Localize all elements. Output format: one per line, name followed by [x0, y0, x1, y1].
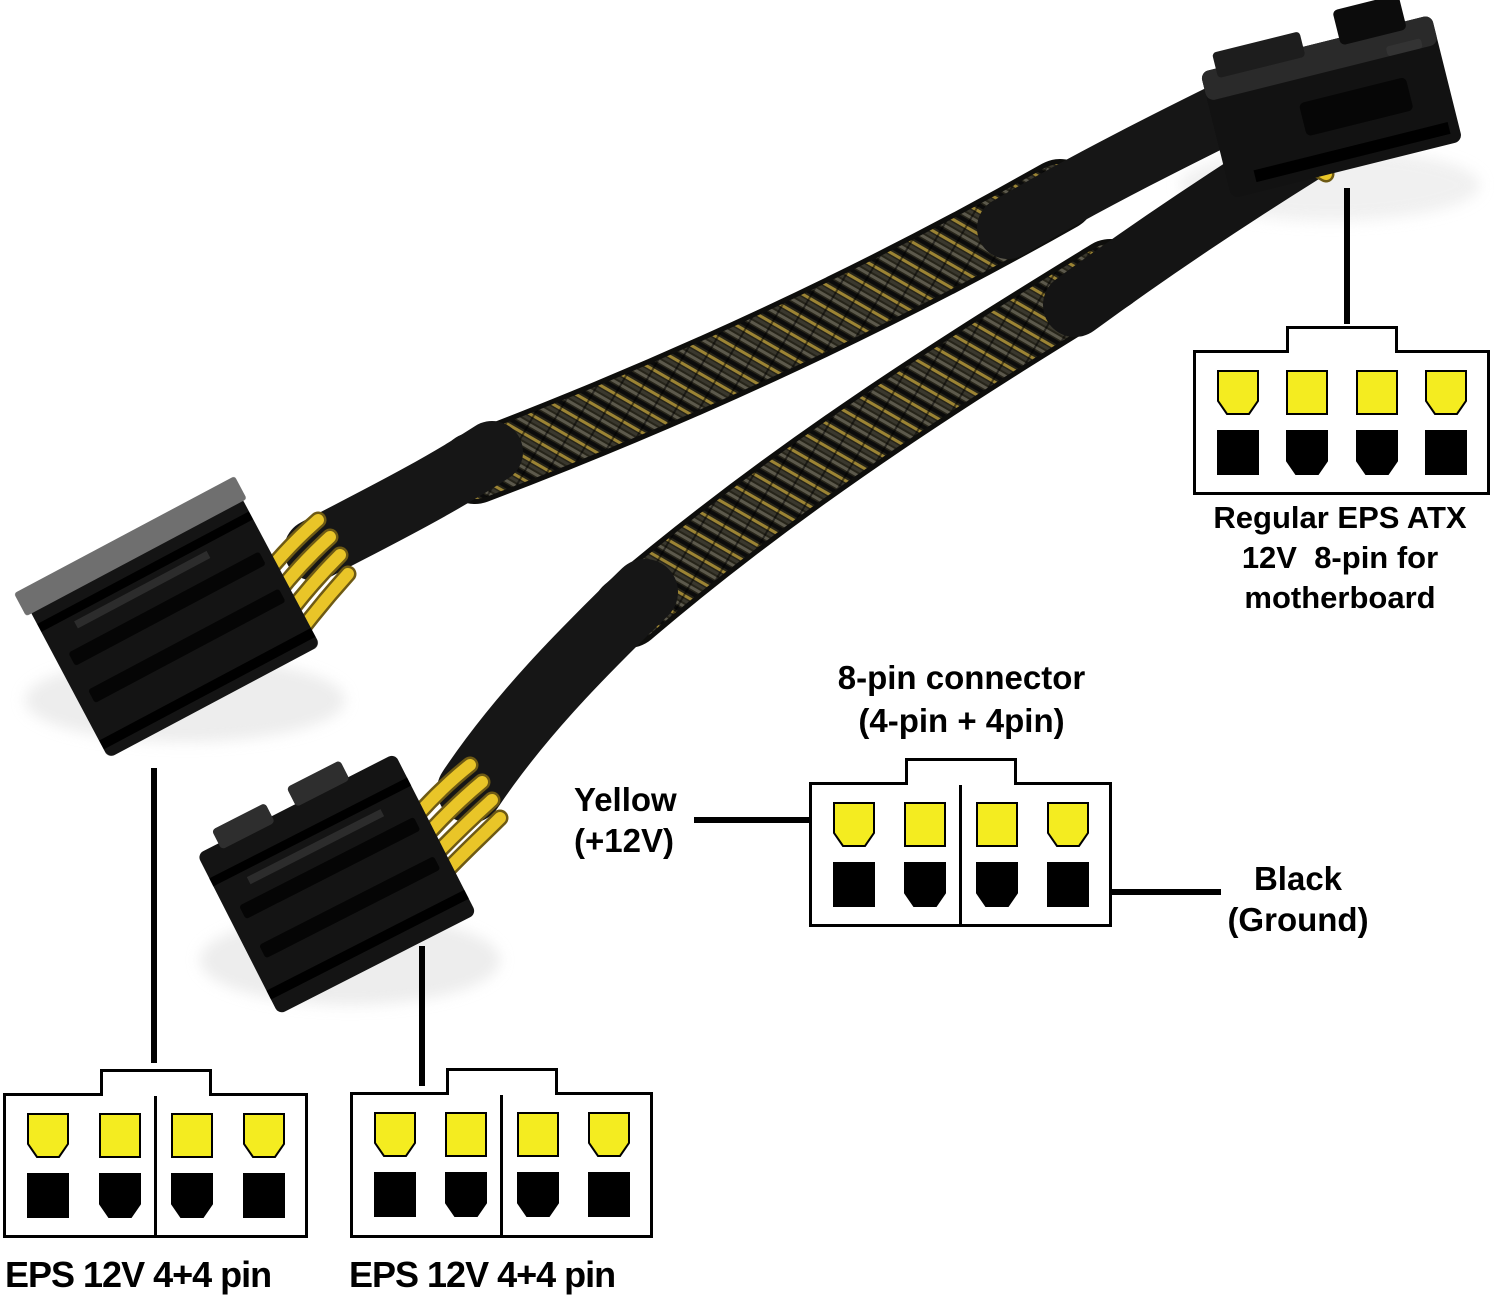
label-line: (Ground)	[1227, 901, 1369, 938]
yellow-pin	[445, 1112, 488, 1157]
4plus4-split-divider	[499, 1095, 503, 1235]
connector-latch-tab	[904, 758, 1017, 785]
label-line: 8-pin connector	[837, 659, 1086, 696]
yellow-pin	[374, 1112, 416, 1157]
yellow-pin	[1046, 802, 1089, 847]
label-eps-12v-left: EPS 12V 4+4 pin	[5, 1254, 272, 1295]
bottom-pin-row	[374, 1172, 630, 1217]
black-pin	[904, 862, 947, 907]
yellow-pin	[1355, 370, 1398, 415]
yellow-pin	[243, 1113, 285, 1158]
connector-middle-left	[14, 477, 318, 756]
diagram-eps-12v-4plus4-left	[3, 1069, 308, 1238]
yellow-pin	[1424, 370, 1467, 415]
yellow-pin	[1286, 370, 1329, 415]
label-line: motherboard	[1244, 580, 1436, 615]
bottom-pin-row	[833, 862, 1089, 907]
connector-latch-tab	[99, 1069, 212, 1096]
label-motherboard-connector: Regular EPS ATX 12V 8-pin for motherboar…	[1186, 498, 1494, 618]
connector-top-right	[1201, 0, 1461, 197]
label-line: (+12V)	[574, 822, 674, 859]
pin-grid	[6, 1096, 305, 1218]
connector-latch-tab	[1285, 326, 1398, 353]
black-pin	[975, 862, 1018, 907]
label-line: (4-pin + 4pin)	[858, 702, 1065, 739]
yellow-pin	[99, 1113, 141, 1158]
black-pin	[99, 1173, 141, 1218]
black-pin	[374, 1172, 416, 1217]
black-pin	[27, 1173, 69, 1218]
label-line: Regular EPS ATX	[1213, 500, 1467, 535]
label-eps-12v-right: EPS 12V 4+4 pin	[349, 1254, 616, 1295]
yellow-pin	[27, 1113, 69, 1158]
pin-grid	[812, 785, 1109, 907]
pin-grid	[353, 1095, 650, 1217]
black-pin	[1286, 430, 1329, 475]
label-eps-connector-title: 8-pin connector (4-pin + 4pin)	[810, 656, 1113, 742]
yellow-pin	[904, 802, 947, 847]
black-pin	[1355, 430, 1398, 475]
label-line: Yellow	[574, 781, 677, 818]
pin-grid	[1196, 353, 1487, 475]
black-pin	[516, 1172, 559, 1217]
black-pin	[171, 1173, 213, 1218]
bottom-pin-row	[27, 1173, 285, 1218]
yellow-pin	[1217, 370, 1259, 415]
bottom-pin-row	[1217, 430, 1467, 475]
black-pin	[587, 1172, 630, 1217]
black-pin	[833, 862, 875, 907]
diagram-eps-12v-4plus4-right	[350, 1068, 653, 1238]
label-black-ground: Black (Ground)	[1208, 858, 1388, 940]
4plus4-split-divider	[958, 785, 962, 924]
top-pin-row	[833, 802, 1089, 847]
black-pin	[1217, 430, 1259, 475]
4plus4-split-divider	[153, 1096, 157, 1235]
label-yellow-12v: Yellow (+12V)	[574, 779, 677, 861]
black-pin	[1424, 430, 1467, 475]
black-pin	[445, 1172, 488, 1217]
yellow-pin	[833, 802, 875, 847]
top-pin-row	[27, 1113, 285, 1158]
top-pin-row	[1217, 370, 1467, 415]
diagram-eps-8pin-4plus4	[809, 758, 1112, 927]
yellow-pin	[587, 1112, 630, 1157]
top-pin-row	[374, 1112, 630, 1157]
label-line: 12V 8-pin for	[1241, 540, 1439, 575]
connector-bottom	[199, 755, 475, 1013]
yellow-pin	[171, 1113, 213, 1158]
yellow-pin	[975, 802, 1018, 847]
black-pin	[243, 1173, 285, 1218]
label-line: Black	[1253, 860, 1343, 897]
connector-latch-tab	[445, 1068, 558, 1095]
yellow-pin	[516, 1112, 559, 1157]
diagram-motherboard-8pin	[1193, 326, 1490, 495]
black-pin	[1046, 862, 1089, 907]
